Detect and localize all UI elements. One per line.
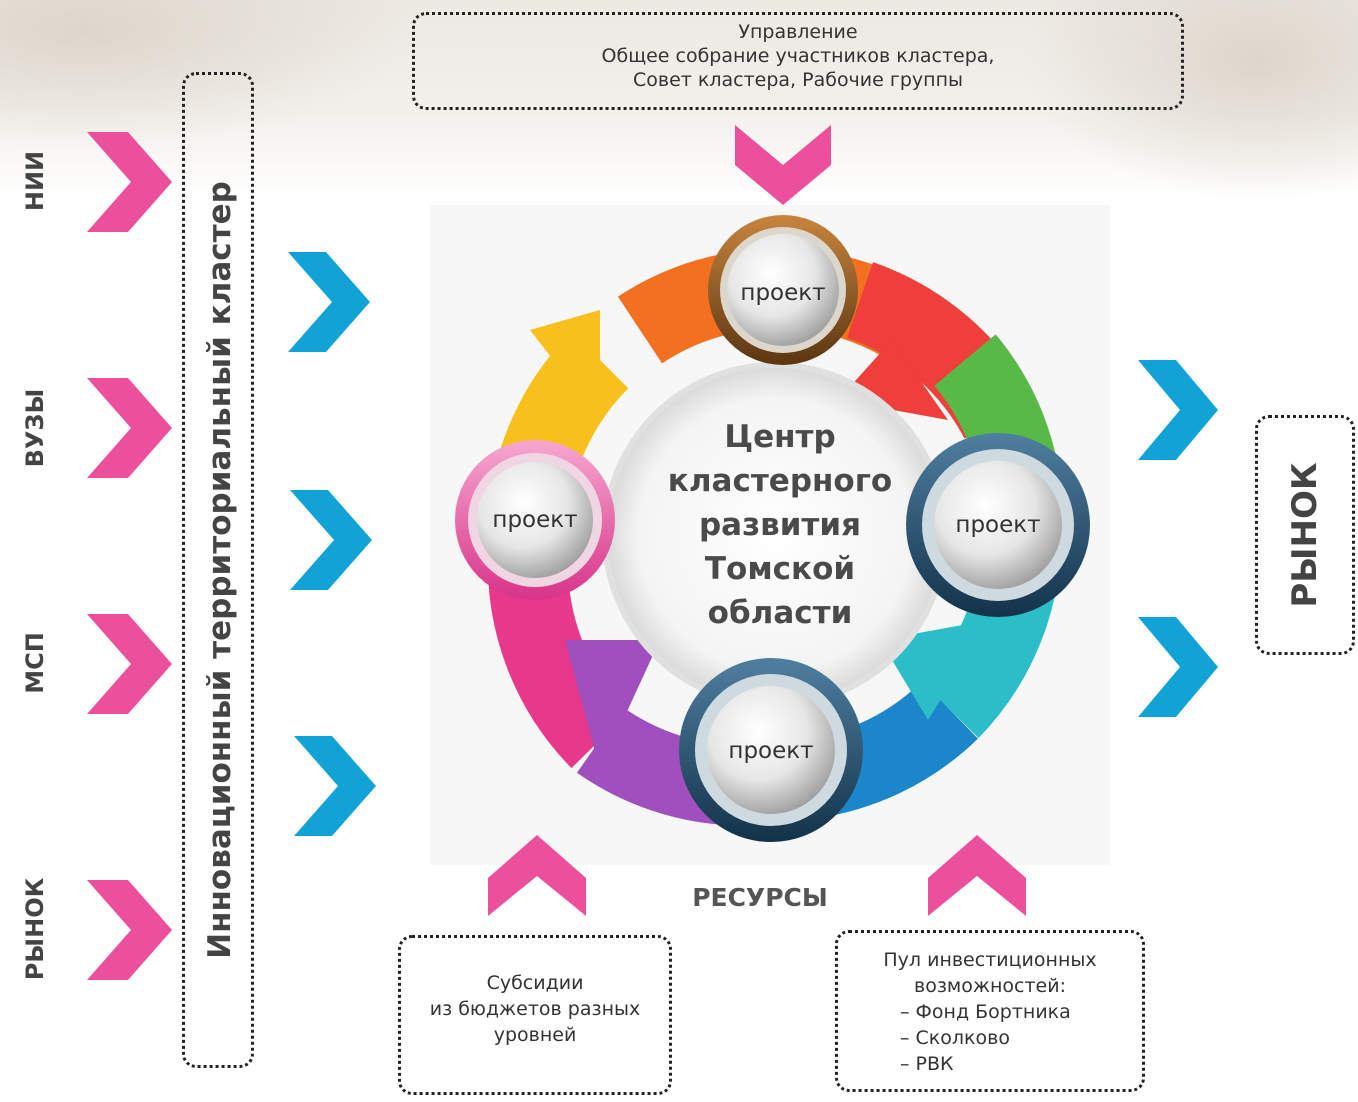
chevron-right-icon	[87, 880, 172, 980]
subsidy-text: Субсидии из бюджетов разных уровней	[405, 970, 665, 1048]
project-button-right	[906, 433, 1090, 617]
center-line4: Томской	[704, 551, 856, 587]
subsidy-line3: уровней	[493, 1024, 577, 1046]
center-title: Центр кластерного развития Томской облас…	[660, 415, 900, 635]
chevron-down-icon	[735, 125, 831, 205]
project-button-left	[455, 440, 615, 600]
resources-label: РЕСУРСЫ	[692, 883, 828, 912]
arrowhead	[530, 310, 600, 420]
center-line5: области	[707, 595, 853, 631]
header-background-right	[1020, 0, 1358, 200]
management-line2: Совет кластера, Рабочие группы	[632, 69, 963, 91]
market-box	[1255, 415, 1355, 655]
center-line3: развития	[698, 507, 862, 543]
chevron-right-icon	[1138, 617, 1218, 717]
project-label-top: проект	[740, 280, 826, 306]
management-title: Управление	[738, 21, 858, 43]
project-button-top	[708, 215, 858, 365]
subsidy-box	[398, 935, 672, 1095]
investment-line3: – Фонд Бортника	[900, 1001, 1071, 1023]
center-line2: кластерного	[667, 463, 893, 499]
management-box-text: Управление Общее собрание участников кла…	[420, 20, 1176, 92]
project-label-bottom: проект	[728, 738, 814, 764]
project-label-right: проект	[955, 512, 1041, 538]
management-box	[412, 12, 1184, 110]
investment-box	[835, 930, 1145, 1092]
chevron-up-icon	[928, 835, 1026, 916]
chevron-right-icon	[87, 378, 172, 478]
investment-line2: возможностей:	[914, 975, 1066, 997]
cluster-box	[182, 72, 254, 1068]
chevron-right-icon	[288, 252, 370, 352]
investment-line4: – Сколково	[900, 1027, 1010, 1049]
chevron-right-icon	[87, 132, 172, 232]
investment-text: Пул инвестиционных возможностей: – Фонд …	[842, 947, 1138, 1077]
arrowhead	[565, 640, 660, 770]
chevron-right-icon	[294, 736, 376, 836]
subsidy-line1: Субсидии	[486, 972, 584, 994]
header-background-left	[0, 0, 420, 150]
subsidy-line2: из бюджетов разных	[429, 998, 641, 1020]
center-line1: Центр	[724, 419, 836, 455]
chevron-right-icon	[1138, 360, 1218, 460]
chevron-up-icon	[488, 835, 586, 916]
chevron-right-icon	[290, 490, 372, 590]
investment-line5: – РВК	[900, 1053, 954, 1075]
management-line1: Общее собрание участников кластера,	[601, 45, 995, 67]
investment-line1: Пул инвестиционных	[883, 949, 1097, 971]
project-label-left: проект	[492, 507, 578, 533]
project-button-bottom	[679, 658, 863, 842]
chevron-right-icon	[87, 614, 172, 714]
